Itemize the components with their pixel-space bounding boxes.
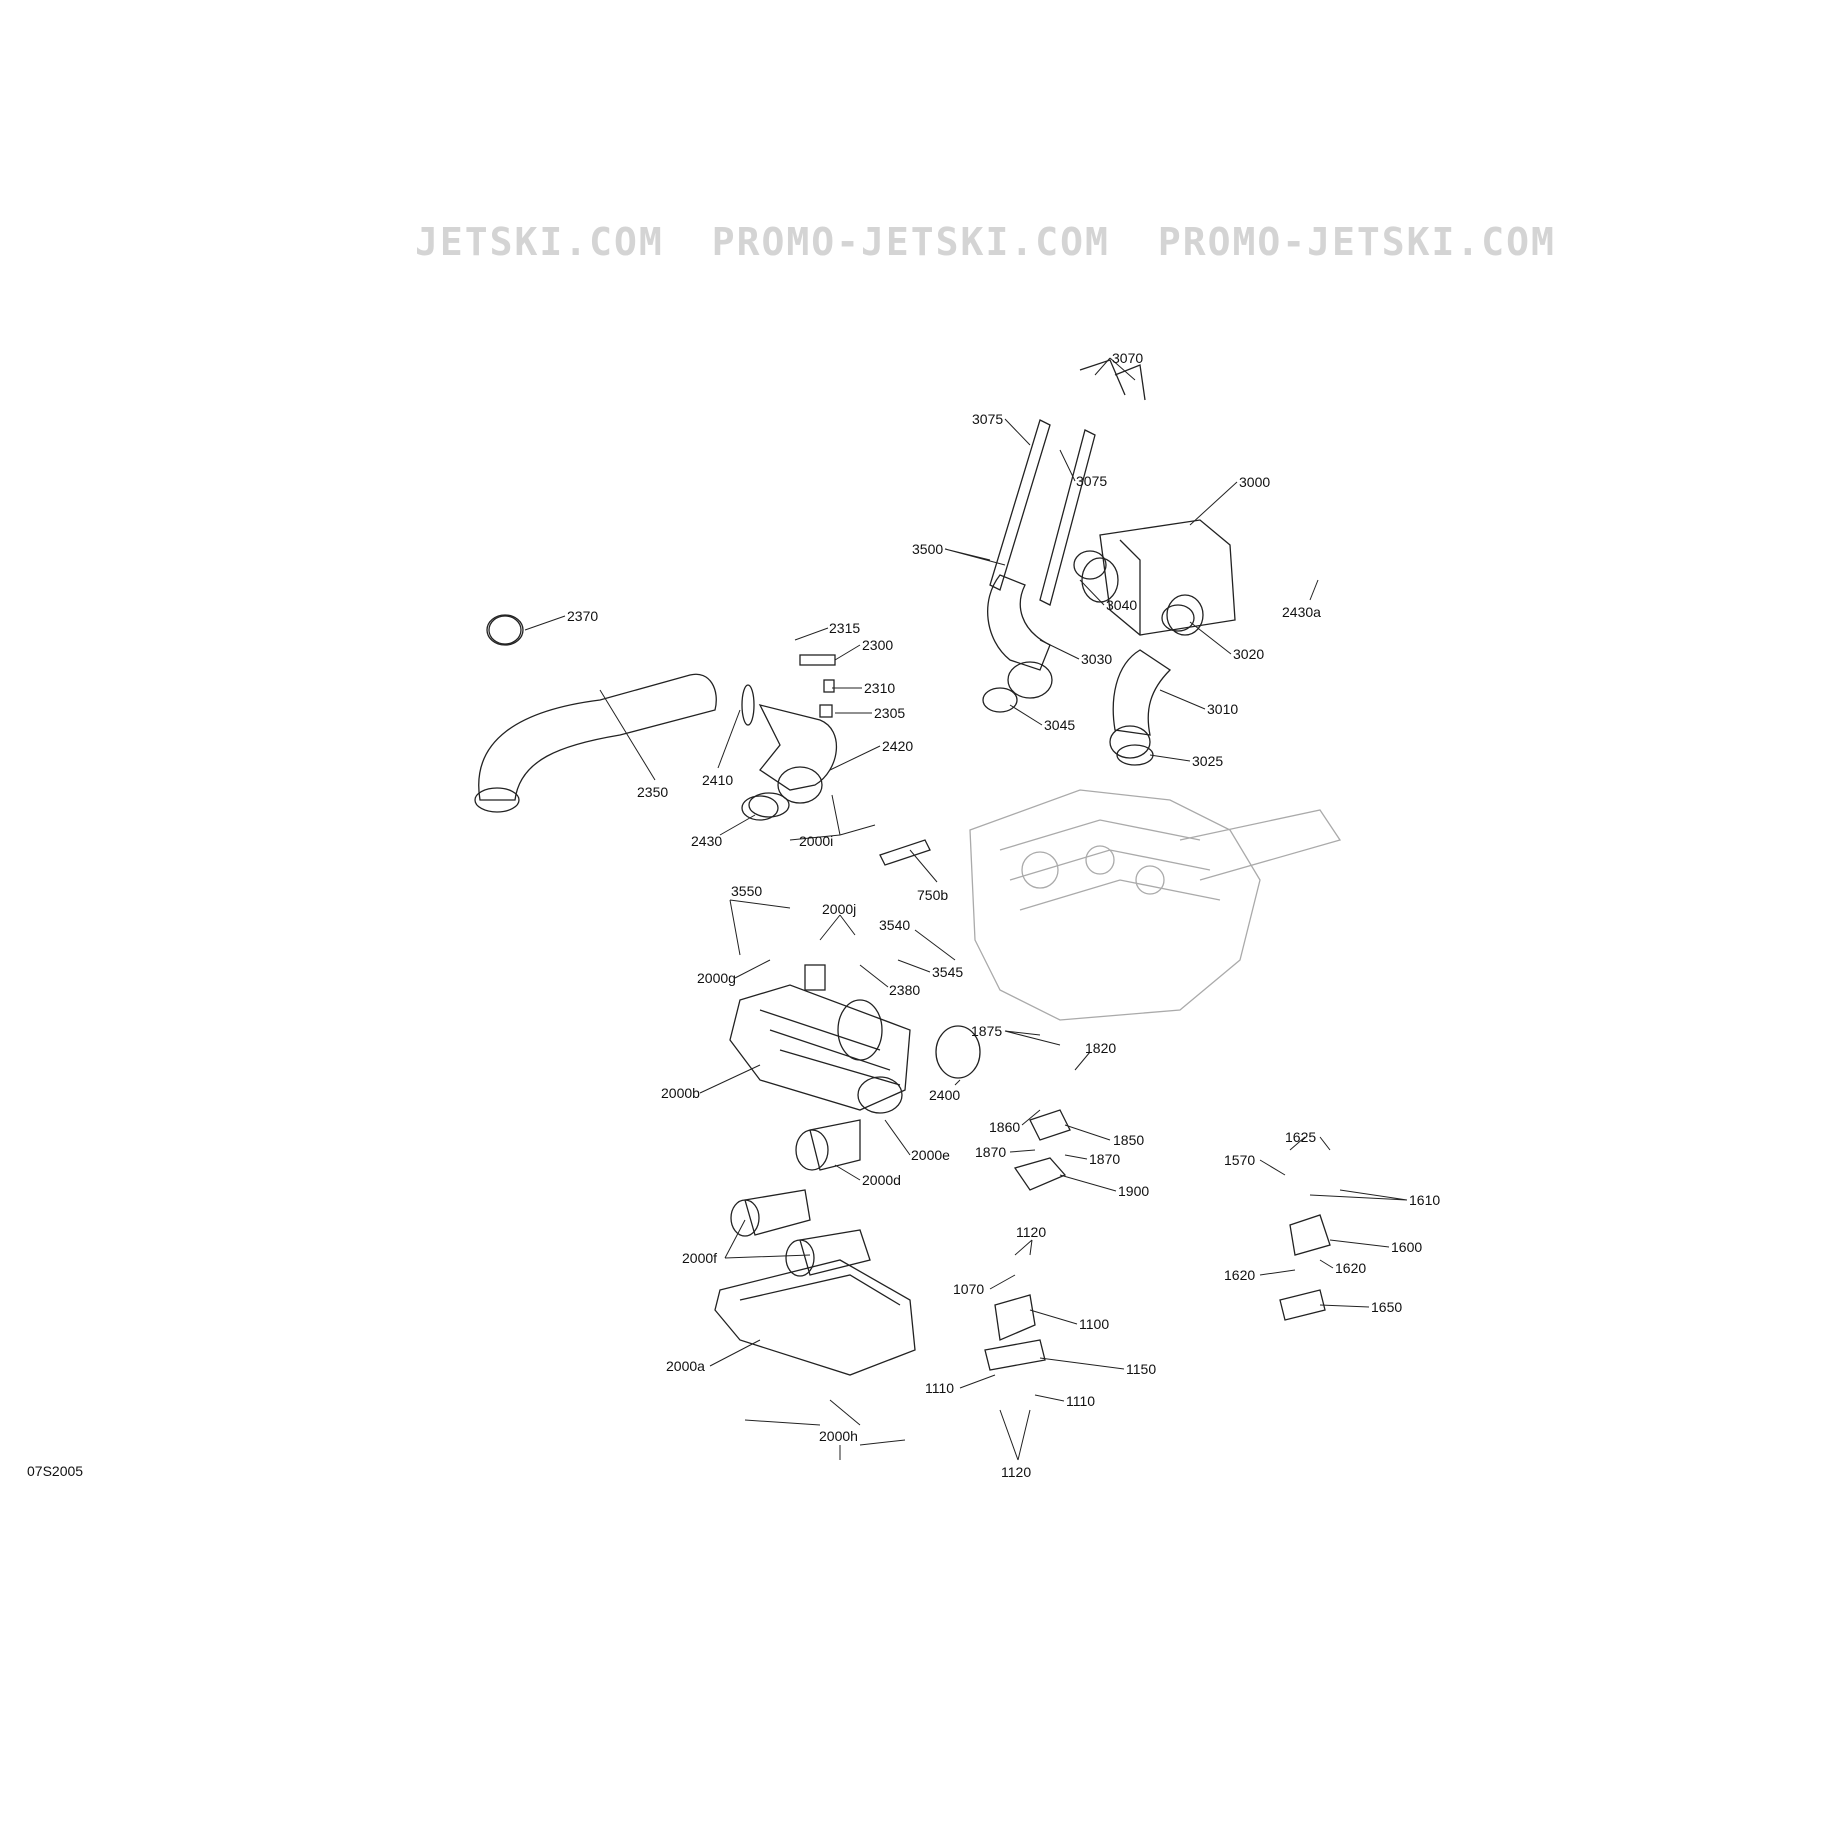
watermark-2: PROMO-JETSKI.COM xyxy=(711,220,1110,264)
part-label: 2430a xyxy=(1282,604,1321,620)
part-label: 2000a xyxy=(666,1358,705,1374)
watermark-3: PROMO-JETSKI.COM xyxy=(1157,220,1556,264)
intake-manifold-2000b xyxy=(729,964,911,1111)
part-label: 1600 xyxy=(1391,1239,1423,1255)
part-label: 3070 xyxy=(1112,350,1144,366)
part-label: 3045 xyxy=(1044,717,1076,733)
diagram-code: 07S2005 xyxy=(27,1463,84,1479)
part-label: 1870 xyxy=(975,1144,1007,1160)
part-label: 3020 xyxy=(1233,646,1265,662)
hose-2420 xyxy=(741,684,837,818)
part-label: 2400 xyxy=(929,1087,961,1103)
part-label: 1650 xyxy=(1371,1299,1403,1315)
part-label: 1820 xyxy=(1085,1040,1117,1056)
part-label: 3040 xyxy=(1106,597,1138,613)
part-label: 1570 xyxy=(1224,1152,1256,1168)
engine-block xyxy=(969,789,1342,1021)
pipe-2350 xyxy=(474,614,717,813)
part-label: 2000f xyxy=(682,1250,718,1266)
part-label: 1860 xyxy=(989,1119,1021,1135)
part-label: 1850 xyxy=(1113,1132,1145,1148)
part-label: 2000e xyxy=(911,1147,950,1163)
part-label: 2380 xyxy=(889,982,921,998)
part-label: 750b xyxy=(917,887,949,903)
part-label: 2310 xyxy=(864,680,896,696)
part-label: 3075 xyxy=(972,411,1004,427)
part-label: 3500 xyxy=(912,541,944,557)
part-label: 2305 xyxy=(874,705,906,721)
part-label: 1620 xyxy=(1335,1260,1367,1276)
part-label: 1110 xyxy=(925,1380,955,1396)
part-label: 2430 xyxy=(691,833,723,849)
part-label: 2350 xyxy=(637,784,669,800)
part-label: 1875 xyxy=(971,1023,1003,1039)
part-label: 1620 xyxy=(1224,1267,1256,1283)
part-label: 1110 xyxy=(1066,1393,1096,1409)
part-label: 1870 xyxy=(1089,1151,1121,1167)
part-label: 3000 xyxy=(1239,474,1271,490)
part-label: 2000j xyxy=(822,901,857,917)
watermark-1: JETSKI.COM xyxy=(415,220,664,264)
part-label: 3545 xyxy=(932,964,964,980)
part-label: 1900 xyxy=(1118,1183,1150,1199)
part-label: 1610 xyxy=(1409,1192,1441,1208)
part-label: 2420 xyxy=(882,738,914,754)
part-label: 1120 xyxy=(1016,1224,1047,1240)
part-label: 2000g xyxy=(697,970,736,986)
part-label: 2410 xyxy=(702,772,734,788)
part-label: 3075 xyxy=(1076,473,1108,489)
part-label: 1120 xyxy=(1001,1464,1032,1480)
part-label: 2300 xyxy=(862,637,894,653)
intercooler-3000 xyxy=(1081,519,1236,636)
part-label: 1625 xyxy=(1285,1129,1317,1145)
part-label: 2315 xyxy=(829,620,861,636)
part-label: 3030 xyxy=(1081,651,1113,667)
part-label: 1150 xyxy=(1126,1361,1157,1377)
part-label: 2000i xyxy=(799,833,834,849)
part-label: 1100 xyxy=(1079,1316,1110,1332)
part-label: 3010 xyxy=(1207,701,1239,717)
part-label: 3025 xyxy=(1192,753,1224,769)
watermark-row: JETSKI.COM PROMO-JETSKI.COM PROMO-JETSKI… xyxy=(415,220,1556,264)
part-label: 2000h xyxy=(819,1428,858,1444)
leader-lines xyxy=(524,357,1408,1461)
part-label: 2370 xyxy=(567,608,599,624)
part-label: 1070 xyxy=(953,1281,985,1297)
part-label: 3550 xyxy=(731,883,763,899)
part-label: 2000d xyxy=(862,1172,901,1188)
part-label: 2000b xyxy=(661,1085,700,1101)
part-label: 3540 xyxy=(879,917,911,933)
